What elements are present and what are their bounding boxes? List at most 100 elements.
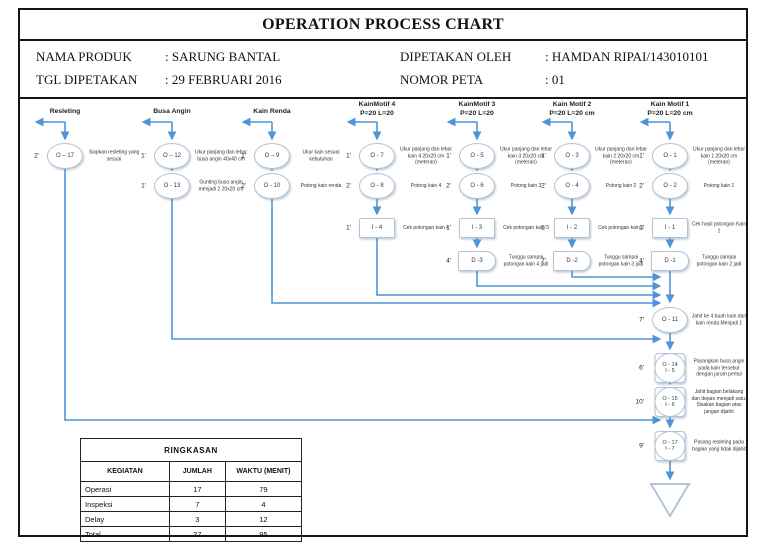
flow-connectors [34,117,675,481]
step-time: 1' [141,182,146,190]
step-label: Cek potongan kain 2 [598,224,644,231]
nomor-peta-label: NOMOR PETA [400,72,484,87]
step-label: Siapkan resleting yang sesuai [88,149,140,163]
nama-produk-label: NAMA PRODUK [36,49,132,64]
operation-symbol-o12: O – 12 [154,143,190,169]
step-label: Tunggu sampai potongan kain 2 jadi [696,254,742,268]
operation-symbol-o9: O – 9 [254,143,290,169]
step-label: Tunggu sampai potongan kain 4 jadi [503,254,549,268]
inspection-symbol-i1: I - 1 [652,218,688,238]
summary-cell: 12 [224,511,303,527]
operation-symbol-o4: O - 4 [554,173,590,199]
column-header-kain-motif-2: Kain Motif 2 P=20 L=20 cm [549,100,594,118]
inspection-symbol-i4: I - 4 [359,218,395,238]
step-time: 1' [446,224,451,232]
column-name: Kain Motif 1 [650,101,690,108]
summary-cell: Total [80,526,170,542]
column-sub: P=20 L=20 cm [549,110,595,118]
summary-cell: 4 [224,496,303,512]
step-label: Potong kain 3 [510,182,542,189]
step-label: Potong kain renda [300,182,342,189]
combined-symbol-o15-i6: O - 15 I - 6 [654,387,686,417]
step-label: Ukur panjang dan lebar kain 4 20x20 cm (… [400,146,452,166]
summary-cell: Delay [80,511,170,527]
nomor-peta-value: : 01 [545,72,565,87]
tgl-dipetakan-label: TGL DIPETAKAN [36,72,138,87]
page-title: OPERATION PROCESS CHART [18,8,748,41]
column-header-busa-angin: Busa Angin [153,107,191,116]
step-time: 1' [346,152,351,160]
summary-cell: Inspeksi [80,496,170,512]
combined-symbol-o17-i7: O - 17 I - 7 [654,431,686,461]
dipetakan-oleh-label: DIPETAKAN OLEH [400,49,512,64]
step-time: 4' [446,257,451,265]
operation-symbol-o17: O – 17 [47,143,83,169]
column-name: Resleting [49,108,81,115]
column-sub: P=20 L=20 [460,110,494,118]
storage-triangle-symbol [649,483,691,518]
step-time: 1' [241,152,246,160]
column-sub: P=20 L=20 [360,110,394,118]
inspection-symbol-i3: I - 3 [459,218,495,238]
operation-symbol-o8: O - 8 [359,173,395,199]
step-label: Potong kain 4 [410,182,442,189]
step-label: Cek hasil potongan Kain 1 [691,221,747,235]
table-row: Operasi 17 79 [80,481,303,497]
step-label: Ukur panjang dan lebar kain 1 20x20 cm (… [693,146,745,166]
step-label: Pasangkan busa angin pada kain tersebut … [693,358,745,378]
step-time: 1' [541,152,546,160]
summary-title: RINGKASAN [80,438,302,462]
summary-header-waktu: WAKTU (MENIT) [224,461,303,482]
summary-cell: 17 [168,481,226,497]
column-name: Kain Motif 2 [552,101,592,108]
inspection-symbol-i2: I - 2 [554,218,590,238]
step-label: Ukur panjang dan lebar kain 3 20x20 cm (… [500,146,552,166]
tgl-dipetakan-value: : 29 FEBRUARI 2016 [165,72,282,87]
table-row: Inspeksi 7 4 [80,496,303,512]
step-time: 1' [446,152,451,160]
delay-symbol-d2: D -2 [553,251,591,271]
combined-insp-id: I - 5 [665,368,675,374]
step-time: 7' [541,257,546,265]
step-time: 2' [541,182,546,190]
column-name: Busa Angin [153,108,191,115]
summary-cell: 79 [224,481,303,497]
step-time: 2' [34,152,39,160]
step-time: 4' [639,257,644,265]
step-label: Potong kain 1 [703,182,735,189]
combined-op-id: O - 14 [662,361,678,368]
summary-cell: Operasi [80,481,170,497]
step-label: Tunggu sampai potongan kain 3 jadi [598,254,644,268]
step-time: 2' [241,182,246,190]
column-name: Kain Renda [253,108,291,115]
combined-insp-id: I - 7 [665,446,675,452]
step-label: Cek potongan kain 4 [403,224,449,231]
summary-cell: 3 [168,511,226,527]
operation-symbol-o7: O - 7 [359,143,395,169]
step-time: 1' [141,152,146,160]
operation-symbol-o5: O - 5 [459,143,495,169]
column-name: KainMotif 3 [458,101,496,108]
step-time: 1' [639,224,644,232]
summary-header-kegiatan: KEGIATAN [80,461,170,482]
table-row: Total 27 95 [80,526,303,542]
summary-cell: 95 [224,526,303,542]
column-sub: P=20 L=20 cm [647,110,693,118]
operation-symbol-o1: O - 1 [652,143,688,169]
operation-symbol-o2: O - 2 [652,173,688,199]
summary-table: RINGKASAN KEGIATAN JUMLAH WAKTU (MENIT) … [80,438,303,542]
column-header-kain-motif-1: Kain Motif 1 P=20 L=20 cm [647,100,692,118]
operation-symbol-o10: O - 10 [254,173,290,199]
dipetakan-oleh-value: : HAMDAN RIPAI/143010101 [545,49,709,64]
column-header-resleting: Resleting [50,107,81,116]
step-time: 2' [346,182,351,190]
summary-cell: 7 [168,496,226,512]
step-label: Gunting busa angin menjadi 2 20x20 cm [198,179,244,193]
step-time: 1' [639,152,644,160]
nama-produk-value: : SARUNG BANTAL [165,49,281,64]
combined-symbol-o14-i5: O - 14 I - 5 [654,353,686,383]
step-time: 7' [639,316,644,324]
column-header-kain-renda: Kain Renda [253,107,290,116]
info-section-divider [20,41,746,99]
